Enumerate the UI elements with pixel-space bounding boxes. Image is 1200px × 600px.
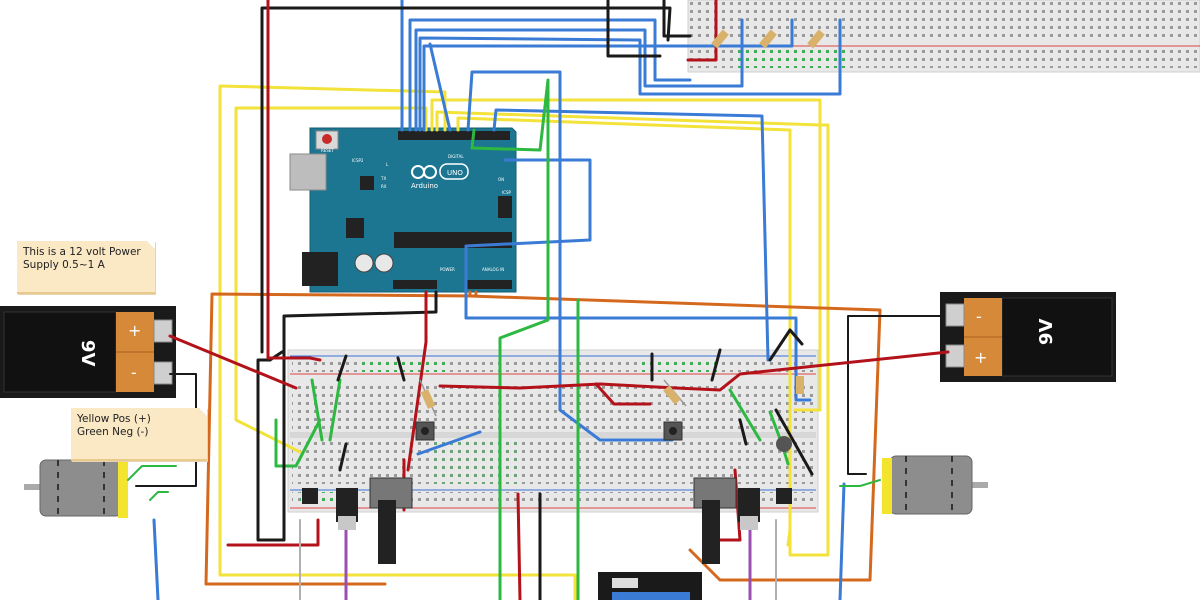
potentiometer-right <box>693 477 737 564</box>
resistor-right <box>663 379 687 407</box>
reset-button <box>322 134 332 144</box>
power-supply-note-line-2: Supply 0.5~1 A <box>23 259 105 271</box>
power-supply-note: This is a 12 volt Power Supply 0.5~1 A <box>17 241 155 294</box>
battery-right-label: 9V <box>1036 318 1057 345</box>
rx-label: RX <box>381 184 387 189</box>
potentiometer-left <box>369 477 413 564</box>
power-jack <box>302 252 338 286</box>
power-supply-note-line-1: This is a 12 volt Power <box>23 246 141 258</box>
analog-header <box>466 280 512 289</box>
components-main <box>302 376 804 564</box>
battery-right: - + 9V <box>940 292 1116 382</box>
motor-left <box>24 459 128 518</box>
analog-label: ANALOG IN <box>482 267 504 272</box>
resistor-right-2 <box>796 376 804 394</box>
l-label: L <box>386 162 389 167</box>
battery-right-plus: + <box>974 348 987 367</box>
motor-wires-note: Yellow Pos (+) Green Neg (-) <box>71 408 207 461</box>
battery-left-plus: + <box>128 321 141 340</box>
relay-module <box>598 572 702 600</box>
resistor-left <box>419 379 437 417</box>
breadboard-top <box>687 0 1200 73</box>
motor-right <box>882 455 988 515</box>
tx-label: TX <box>380 176 386 181</box>
motor-wires-note-line-1: Yellow Pos (+) <box>77 413 151 425</box>
usb-port <box>289 153 327 191</box>
power-header <box>393 280 437 289</box>
motor-wires-note-line-2: Green Neg (-) <box>77 426 149 438</box>
battery-left: + - 9V <box>0 306 176 398</box>
components-top <box>711 29 825 49</box>
transistor-left <box>302 488 358 530</box>
on-label: ON <box>498 177 504 182</box>
digital-header <box>398 131 510 140</box>
power-label: POWER <box>440 267 455 272</box>
icsp-label: ICSP <box>502 190 512 195</box>
arduino-uno: RESET ICSP2 ICSP DIGITAL POWER ANALOG IN… <box>289 127 517 293</box>
digital-label: DIGITAL <box>448 154 464 159</box>
reset-label: RESET <box>321 148 334 153</box>
brand-label: Arduino <box>411 182 438 190</box>
wires <box>127 0 950 600</box>
battery-right-minus: - <box>976 307 982 326</box>
model-label: UNO <box>447 169 463 177</box>
arduino-logo <box>411 163 469 180</box>
transistor-right <box>738 488 792 530</box>
icsp2-label: ICSP2 <box>352 158 364 163</box>
led-right <box>776 436 792 452</box>
battery-left-label: 9V <box>77 340 98 367</box>
battery-left-minus: - <box>131 363 137 382</box>
